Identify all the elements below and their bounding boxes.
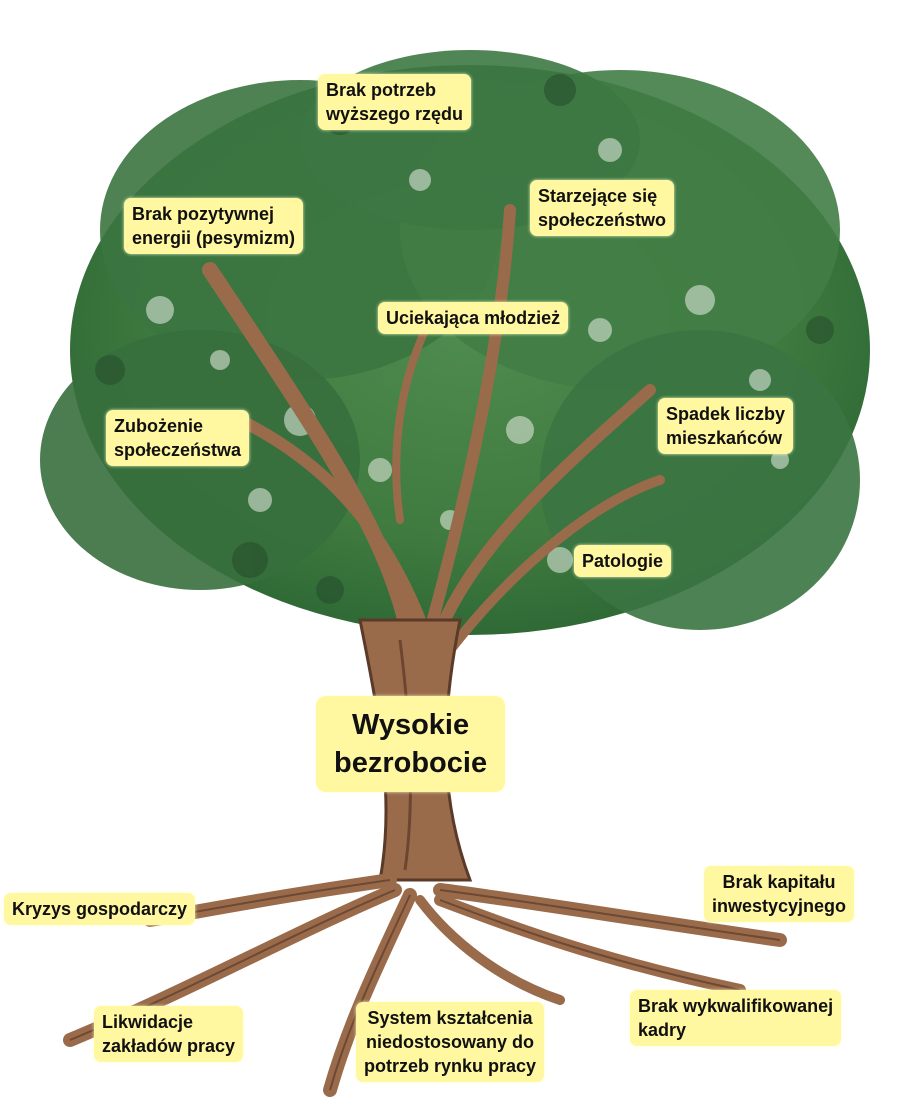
- effect-starzejace-sie-spoleczenstwo: Starzejące się społeczeństwo: [530, 180, 675, 236]
- effect-brak-pozytywnej-energii: Brak pozytywnej energii (pesymizm): [124, 198, 304, 254]
- effect-patologie: Patologie: [574, 545, 672, 577]
- core-problem-wysokie-bezrobocie: Wysokie bezrobocie: [316, 696, 506, 792]
- effect-brak-potrzeb-wyzszego-rzedu: Brak potrzeb wyższego rzędu: [318, 74, 472, 130]
- effect-zubozenie-spoleczenstwa: Zubożenie społeczeństwa: [106, 410, 250, 466]
- cause-system-ksztalcenia: System kształcenia niedostosowany do pot…: [356, 1002, 545, 1082]
- effect-uciekajaca-mlodziez: Uciekająca młodzież: [378, 302, 569, 334]
- effect-spadek-liczby-mieszkancow: Spadek liczby mieszkańców: [658, 398, 794, 454]
- cause-likwidacje-zakladow-pracy: Likwidacje zakładów pracy: [94, 1006, 244, 1062]
- cause-brak-kapitalu-inwestycyjnego: Brak kapitału inwestycyjnego: [704, 866, 855, 922]
- cause-brak-wykwalifikowanej-kadry: Brak wykwalifikowanej kadry: [630, 990, 842, 1046]
- tree-branches: [202, 204, 665, 655]
- cause-kryzys-gospodarczy: Kryzys gospodarczy: [4, 893, 196, 925]
